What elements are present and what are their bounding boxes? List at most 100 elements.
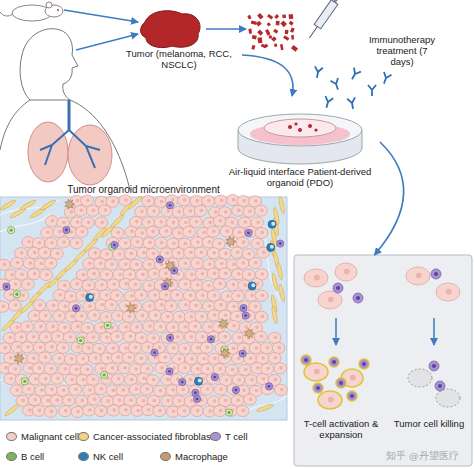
cell-nucleus: [237, 356, 241, 360]
cell-nucleus: [184, 282, 188, 286]
t-cell-nucleus: [438, 384, 442, 388]
cell-nucleus: [129, 334, 133, 338]
cell-nucleus: [124, 346, 128, 350]
malignant-cell: [161, 395, 174, 406]
tumor-fragment: [267, 14, 273, 20]
tumor-fragment: [290, 27, 295, 32]
cell-nucleus: [116, 293, 120, 297]
legend-label: NK cell: [93, 451, 123, 462]
b-cell-nucleus: [106, 324, 109, 327]
cell-nucleus: [140, 210, 144, 214]
malignant-cell: [62, 395, 75, 406]
cell-nucleus: [46, 230, 50, 234]
t-cell-nucleus: [350, 394, 354, 398]
human-icon: [0, 29, 130, 190]
malignant-cell: [21, 279, 34, 290]
cell-nucleus: [58, 314, 62, 318]
malignant-cell: [34, 321, 47, 332]
cell-nucleus: [153, 293, 157, 297]
t-cell: [301, 355, 311, 365]
antibody: [331, 78, 342, 91]
cell-nucleus: [74, 388, 78, 392]
cell-nucleus: [242, 199, 246, 203]
cell-nucleus: [224, 252, 228, 256]
antibody: [347, 97, 357, 109]
cell-nucleus: [314, 275, 320, 281]
tumor-fragment: [280, 44, 284, 50]
cell-nucleus: [58, 293, 62, 297]
cell-nucleus: [224, 271, 228, 275]
cell-nucleus: [100, 220, 104, 224]
cell-nucleus: [14, 367, 18, 371]
mouse-tail: [0, 12, 13, 16]
cell-nucleus: [213, 272, 217, 276]
malignant-cell: [194, 247, 207, 258]
cell-nucleus: [105, 293, 109, 297]
t-cell-nucleus: [169, 204, 172, 207]
antibody: [368, 85, 376, 96]
t-cell: [179, 379, 186, 386]
cell-nucleus: [20, 272, 24, 276]
malignant-cell: [140, 384, 153, 395]
malignant-cell: [123, 331, 136, 342]
cell-nucleus: [350, 375, 356, 381]
cell-nucleus: [81, 378, 85, 382]
malignant-cell: [219, 395, 232, 406]
malignant-cell: [88, 248, 101, 259]
cell-nucleus: [219, 409, 223, 413]
malignant-cell: [261, 383, 274, 394]
malignant-cell: [70, 279, 83, 290]
readout-arrow: [335, 318, 337, 345]
fibroblast: [128, 195, 144, 210]
node-label: Air-liquid interface Patient-derived org…: [220, 166, 380, 188]
t-cell-nucleus: [234, 389, 237, 392]
b-cell: [77, 337, 84, 344]
cell-nucleus: [118, 272, 122, 276]
malignant-cell: [88, 394, 101, 405]
t-cell: [72, 305, 79, 312]
malignant-cell: [236, 237, 249, 248]
malignant-cell: [39, 332, 52, 343]
cell-nucleus: [213, 313, 217, 317]
malignant-cell: [172, 248, 185, 259]
malignant-cell: [135, 332, 148, 343]
malignant-cell: [94, 384, 107, 395]
cell-nucleus: [183, 198, 187, 202]
malignant-cell: [202, 195, 215, 206]
cell-nucleus: [34, 377, 38, 381]
cell-nucleus: [64, 367, 68, 371]
t-cell-nucleus: [316, 386, 320, 390]
organoid: [314, 128, 317, 131]
cell-nucleus: [116, 335, 120, 339]
cell-nucleus: [57, 334, 61, 338]
organoid-cells: [0, 194, 287, 417]
cell-nucleus: [117, 377, 121, 381]
t-cell: [193, 395, 200, 402]
cell-nucleus: [63, 326, 67, 330]
cell-nucleus: [56, 376, 60, 380]
malignant-cell: [53, 311, 66, 322]
cell-nucleus: [190, 315, 194, 319]
cell-nucleus: [189, 294, 193, 298]
malignant-cell: [436, 283, 460, 301]
cell-nucleus: [86, 198, 90, 202]
readout-cells: [301, 263, 460, 409]
cell-nucleus: [182, 388, 186, 392]
cell-nucleus: [256, 242, 260, 246]
cell-nucleus: [148, 241, 152, 245]
cell-nucleus: [86, 367, 90, 371]
dead-cell: [436, 389, 460, 407]
malignant-cell: [304, 363, 328, 381]
cell-nucleus: [194, 324, 198, 328]
cell-nucleus: [16, 345, 20, 349]
legend-swatch: [78, 452, 89, 461]
cell-nucleus: [27, 387, 31, 391]
cell-nucleus: [40, 388, 44, 392]
malignant-cell: [14, 332, 27, 343]
cell-nucleus: [130, 378, 134, 382]
malignant-cell: [75, 395, 88, 406]
cell-nucleus: [190, 273, 194, 277]
malignant-cell: [149, 310, 162, 321]
t-cell: [435, 381, 445, 391]
malignant-cell: [134, 353, 147, 364]
